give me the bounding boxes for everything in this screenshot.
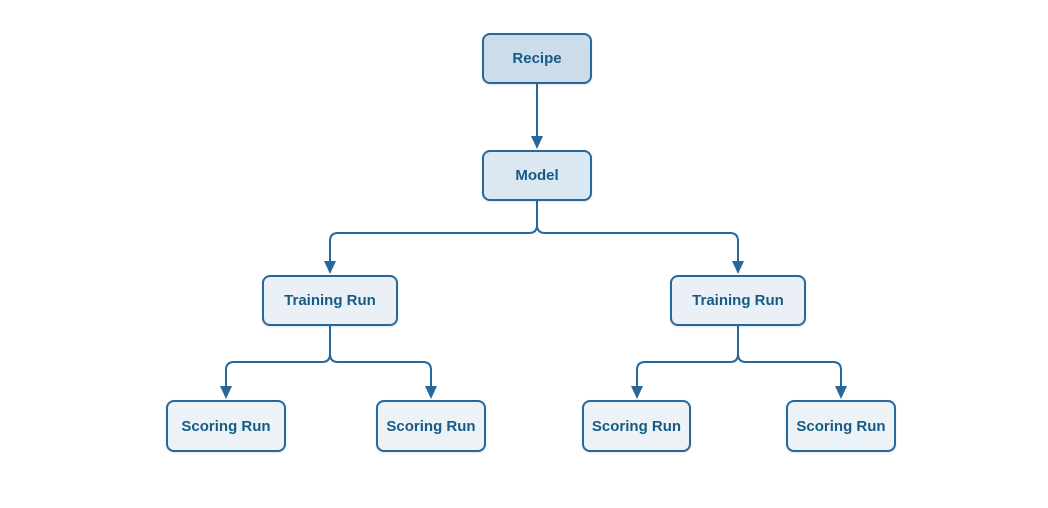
edge-model-training-right — [536, 201, 744, 274]
node-training-run-left: Training Run — [262, 275, 398, 326]
node-model: Model — [482, 150, 592, 201]
edge-training-left-scoring-2 — [329, 326, 437, 399]
node-scoring-run-2-label: Scoring Run — [386, 417, 476, 435]
node-scoring-run-2: Scoring Run — [376, 400, 486, 452]
node-scoring-run-4: Scoring Run — [786, 400, 896, 452]
edge-training-right-scoring-3 — [631, 326, 739, 399]
arrowhead-icon — [835, 386, 847, 399]
edge-training-left-scoring-1 — [220, 326, 331, 399]
node-scoring-run-3-label: Scoring Run — [591, 417, 682, 435]
node-training-run-left-label: Training Run — [284, 292, 376, 309]
arrowhead-icon — [425, 386, 437, 399]
node-training-run-right: Training Run — [670, 275, 806, 326]
edge-recipe-model — [531, 84, 543, 149]
node-training-run-right-label: Training Run — [692, 292, 784, 309]
edge-model-training-left — [324, 201, 538, 274]
node-scoring-run-3: Scoring Run — [582, 400, 691, 452]
arrowhead-icon — [732, 261, 744, 274]
arrowhead-icon — [324, 261, 336, 274]
node-recipe: Recipe — [482, 33, 592, 84]
node-recipe-label: Recipe — [512, 50, 562, 67]
arrowhead-icon — [220, 386, 232, 399]
node-model-label: Model — [515, 167, 559, 184]
node-scoring-run-4-label: Scoring Run — [796, 417, 886, 435]
arrowhead-icon — [631, 386, 643, 399]
node-scoring-run-1: Scoring Run — [166, 400, 286, 452]
arrowhead-icon — [531, 136, 543, 149]
node-scoring-run-1-label: Scoring Run — [181, 417, 271, 435]
edge-training-right-scoring-4 — [737, 326, 847, 399]
